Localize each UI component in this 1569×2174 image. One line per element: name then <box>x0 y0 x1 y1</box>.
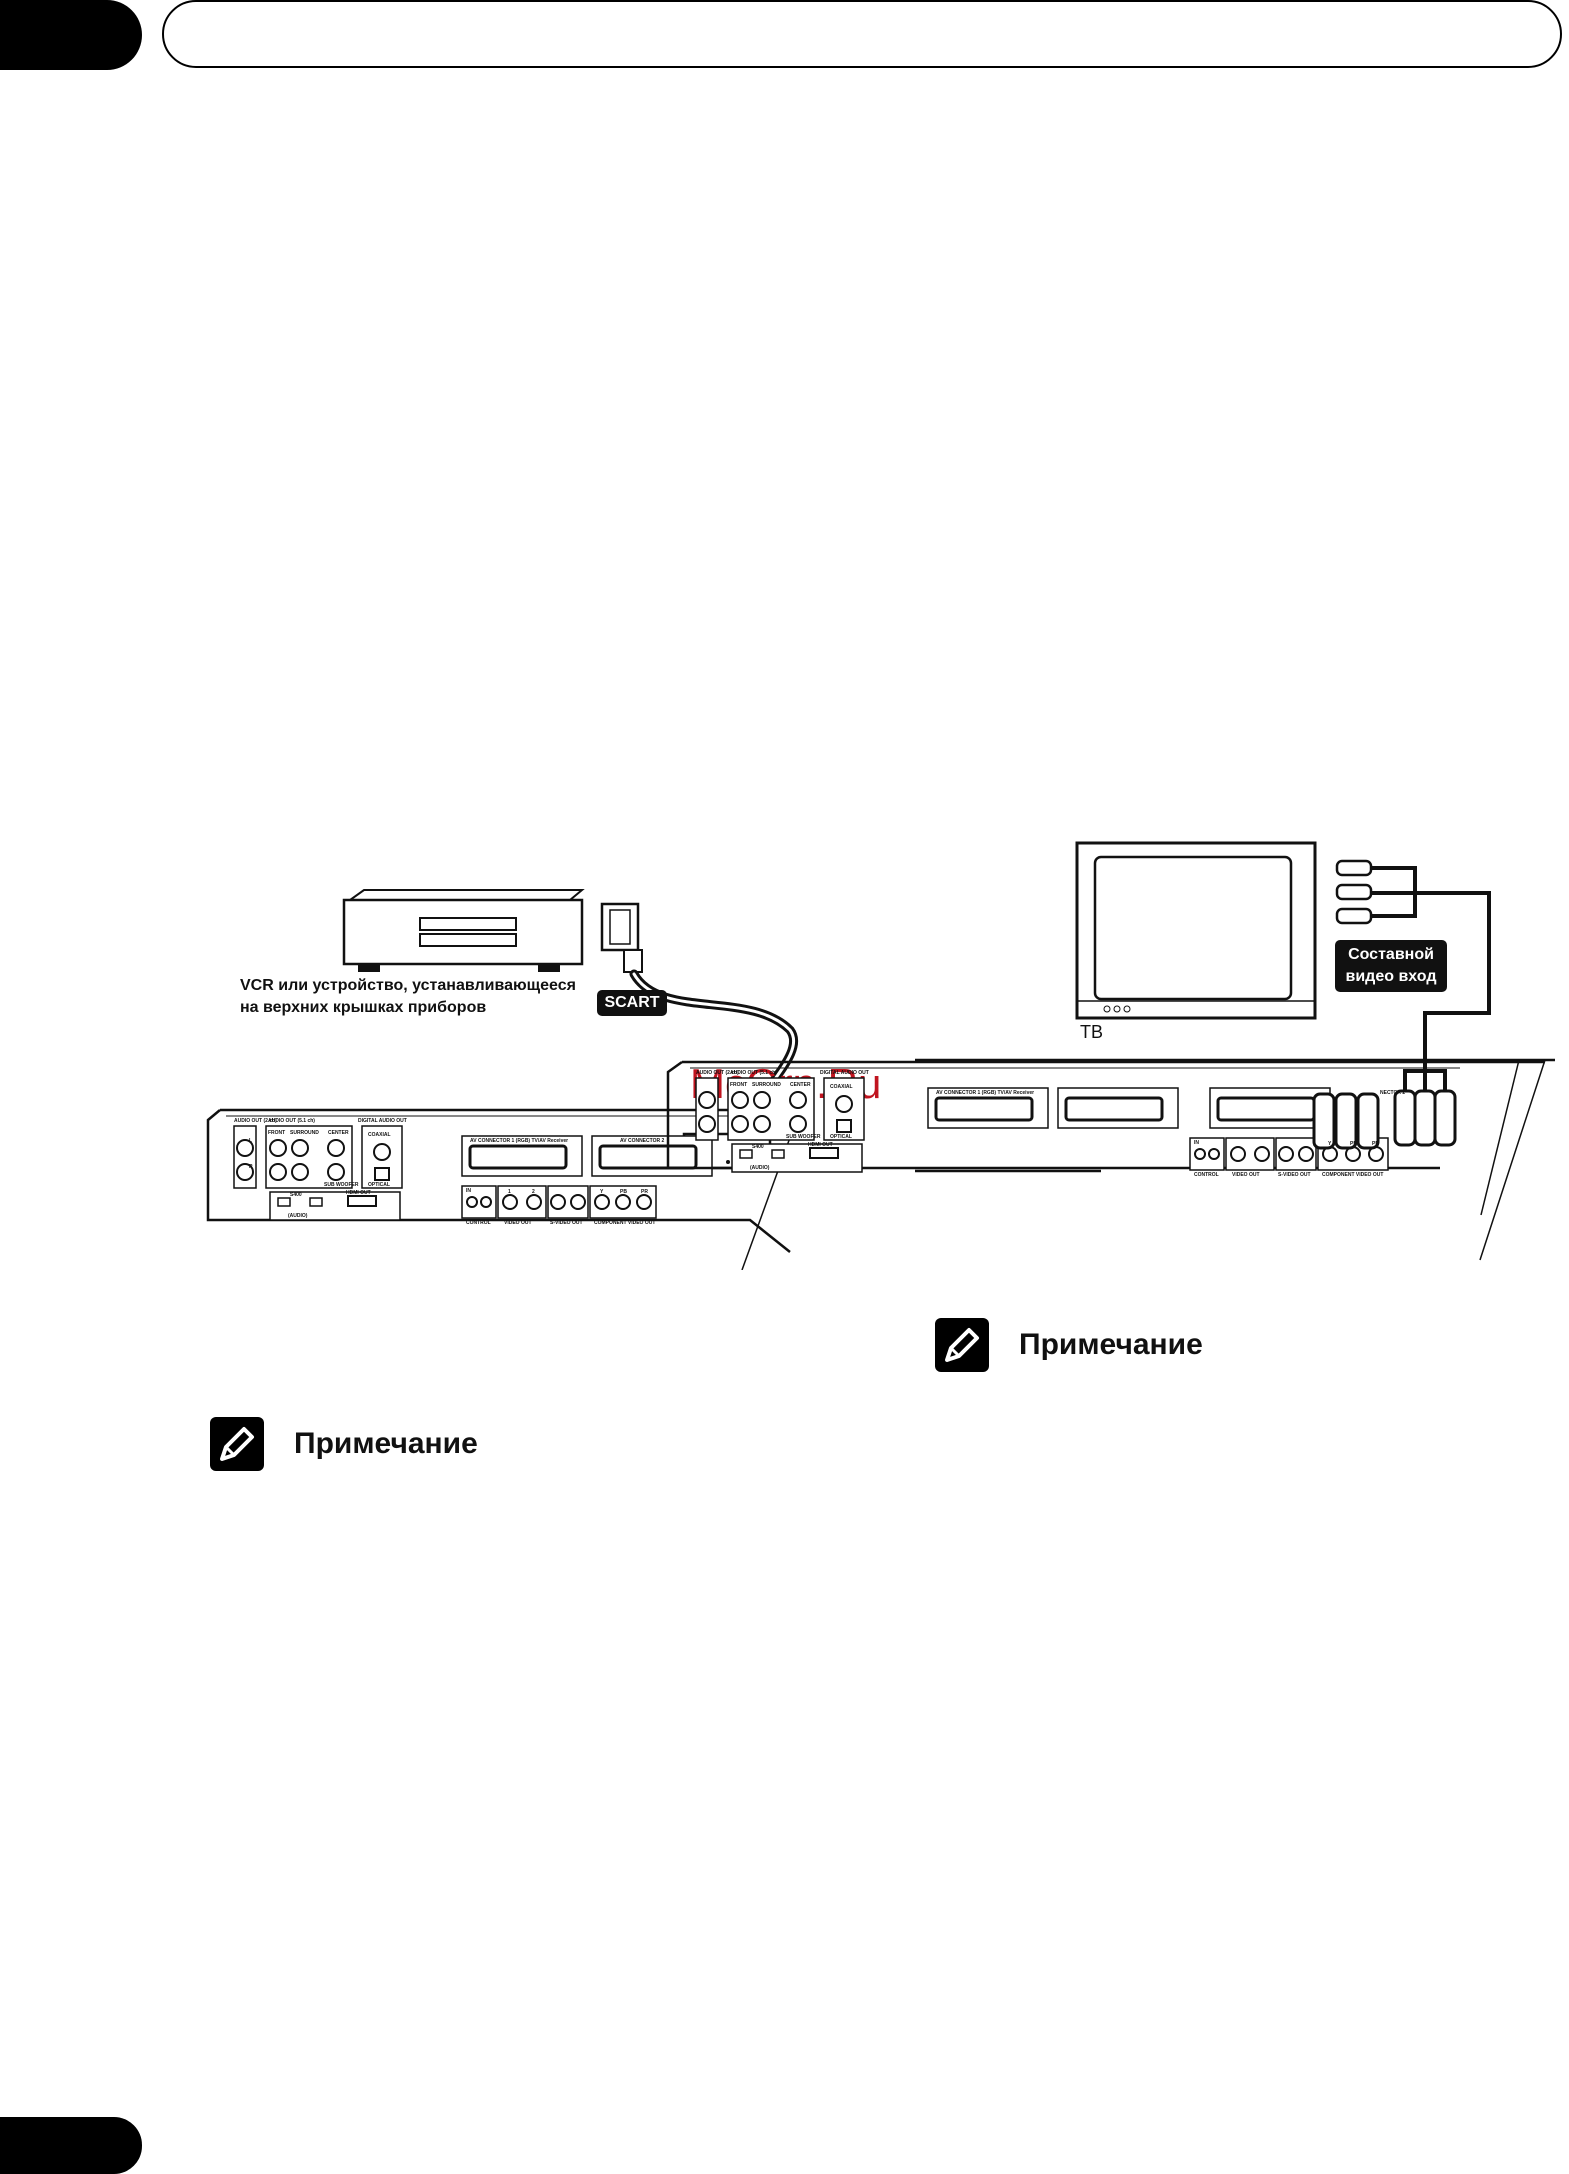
r-label-audio-out-2ch: AUDIO OUT (2 ch) <box>696 1070 739 1076</box>
label-surround: SURROUND <box>290 1130 319 1136</box>
r-label-control: CONTROL <box>1194 1172 1219 1178</box>
label-s-video-out: S-VIDEO OUT <box>550 1220 583 1226</box>
vcr-caption-line2: на верхних крышках приборов <box>240 999 487 1016</box>
r-label-hdmi-out: HDMI OUT <box>808 1142 833 1148</box>
r-label-av-connector-2-partial: NECTOR 2 <box>1380 1090 1405 1096</box>
composite-input-line2: видео вход <box>1345 968 1437 985</box>
label-optical: OPTICAL <box>368 1182 390 1188</box>
label-av-connector-2: AV CONNECTOR 2 <box>620 1138 664 1144</box>
r-label-pb: PB <box>1350 1141 1357 1147</box>
label-hdmi-out: HDMI OUT <box>346 1190 371 1196</box>
label-r: R <box>249 1164 253 1170</box>
r-label-subwoofer: SUB WOOFER <box>786 1134 821 1140</box>
page-number-tab <box>0 2117 142 2174</box>
r-label-component-video-out: COMPONENT VIDEO OUT <box>1322 1172 1383 1178</box>
composite-input-line1: Составной <box>1348 946 1434 963</box>
r-label-in: IN <box>1194 1140 1199 1146</box>
chapter-tab <box>0 0 142 70</box>
composite-input-label: Составной видео вход <box>1335 940 1447 992</box>
r-label-s400: S400 <box>752 1144 764 1150</box>
r-label-audio-out-51ch: AUDIO OUT (5.1 ch) <box>730 1070 777 1076</box>
tv-illustration <box>1075 841 1317 1020</box>
label-subwoofer: SUB WOOFER <box>324 1182 359 1188</box>
r-label-audio: (AUDIO) <box>750 1165 770 1171</box>
r-label-av-connector-1: AV CONNECTOR 1 (RGB) TV/AV Receiver <box>936 1090 1034 1096</box>
label-y: Y <box>600 1189 604 1195</box>
vcr-caption-line1: VCR или устройство, устанавливающееся <box>240 977 576 994</box>
recorder-rear-panel-right-detail: AUDIO OUT (2 ch) AUDIO OUT (5.1 ch) DIGI… <box>666 1059 1546 1261</box>
label-in: IN <box>466 1188 471 1194</box>
label-coaxial: COAXIAL <box>368 1132 391 1138</box>
label-l: L <box>249 1138 252 1144</box>
label-audio-out-51ch: AUDIO OUT (5.1 ch) <box>268 1118 315 1124</box>
r-label-front: FRONT <box>730 1082 747 1088</box>
pencil-icon <box>935 1318 989 1372</box>
rca-plugs-recorder <box>1393 1089 1457 1147</box>
r-label-pr: PR <box>1372 1141 1379 1147</box>
recorder-rear-panel-right <box>915 1058 1555 1216</box>
pencil-icon <box>210 1417 264 1471</box>
label-video-out: VIDEO OUT <box>504 1220 532 1226</box>
r-label-surround: SURROUND <box>752 1082 781 1088</box>
label-control: CONTROL <box>466 1220 491 1226</box>
scart-label: SCART <box>597 990 667 1016</box>
chapter-header-bar <box>162 0 1562 68</box>
label-center: CENTER <box>328 1130 349 1136</box>
label-av-connector-1: AV CONNECTOR 1 (RGB) TV/AV Receiver <box>470 1138 568 1144</box>
vcr-scart-connection-diagram: AUDIO OUT (2 ch) AUDIO OUT (5.1 ch) DIGI… <box>206 889 810 1270</box>
label-digital-audio-out: DIGITAL AUDIO OUT <box>358 1118 407 1124</box>
r-label-y: Y <box>1328 1141 1332 1147</box>
scart-plug-top <box>600 902 643 973</box>
label-front: FRONT <box>268 1130 285 1136</box>
rca-plugs-tv <box>1335 859 1373 925</box>
tv-composite-connection-diagram <box>915 841 1555 1216</box>
label-2: 2 <box>532 1189 535 1195</box>
recorder-rear-panel <box>206 1108 810 1270</box>
r-label-digital-audio-out: DIGITAL AUDIO OUT <box>820 1070 869 1076</box>
label-pb: PB <box>620 1189 627 1195</box>
vcr-device-caption: VCR или устройство, устанавливающееся на… <box>240 975 576 1019</box>
label-s400: S400 <box>290 1192 302 1198</box>
label-audio-out-2ch: AUDIO OUT (2 ch) <box>234 1118 277 1124</box>
r-label-center: CENTER <box>790 1082 811 1088</box>
label-component-video-out: COMPONENT VIDEO OUT <box>594 1220 655 1226</box>
label-audio: (AUDIO) <box>288 1213 308 1219</box>
r-label-s-video-out: S-VIDEO OUT <box>1278 1172 1311 1178</box>
label-1: 1 <box>508 1189 511 1195</box>
note-title-right: Примечание <box>1019 1328 1203 1361</box>
vcr-device-illustration <box>342 889 585 972</box>
tv-label: ТВ <box>1080 1022 1104 1042</box>
r-label-video-out: VIDEO OUT <box>1232 1172 1260 1178</box>
r-label-coaxial: COAXIAL <box>830 1084 853 1090</box>
label-pr: PR <box>641 1189 648 1195</box>
r-label-optical: OPTICAL <box>830 1134 852 1140</box>
note-title-left: Примечание <box>294 1427 478 1460</box>
